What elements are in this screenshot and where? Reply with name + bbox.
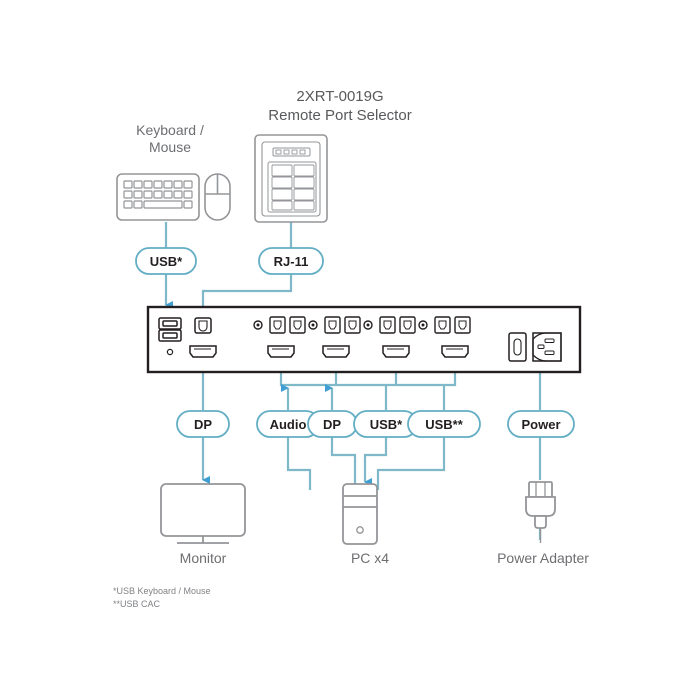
label-dp-pc-text: DP bbox=[323, 417, 341, 432]
usb-b-port-icon bbox=[379, 316, 416, 334]
label-dp-console[interactable]: DP bbox=[176, 410, 230, 438]
pc-label: PC x4 bbox=[350, 550, 390, 566]
label-usb-cac[interactable]: USB** bbox=[407, 410, 481, 438]
mouse-icon bbox=[204, 173, 231, 221]
usb-b-port-icon bbox=[324, 316, 361, 334]
power-plug-icon bbox=[525, 481, 556, 543]
monitor-label: Monitor bbox=[179, 550, 227, 566]
displayport-icon bbox=[267, 345, 295, 358]
label-audio-text: Audio bbox=[270, 417, 307, 432]
keyboard-icon bbox=[116, 173, 200, 221]
monitor-icon bbox=[160, 483, 246, 544]
power-adapter-label: Power Adapter bbox=[497, 550, 589, 566]
displayport-icon bbox=[382, 345, 410, 358]
displayport-icon bbox=[189, 345, 217, 358]
keyboard-mouse-label-line1: Keyboard / bbox=[136, 122, 204, 138]
device-title-model: 2XRT-0019G bbox=[296, 88, 384, 105]
kvm-rear-panel bbox=[146, 305, 582, 374]
usb-b-port-icon bbox=[269, 316, 306, 334]
usb-b-port-icon bbox=[434, 316, 471, 334]
connector-labels: USB* RJ-11 DP Audio DP USB* bbox=[135, 247, 575, 438]
label-usb-pc-text: USB* bbox=[370, 417, 403, 432]
power-switch-icon bbox=[508, 332, 527, 362]
pc-tower-icon bbox=[342, 483, 378, 545]
usb-a-port-icon bbox=[158, 317, 182, 342]
panel-led-icon bbox=[166, 348, 174, 356]
remote-port-selector-icon bbox=[254, 134, 328, 223]
rj11-port-icon bbox=[194, 317, 212, 334]
label-usb-console-text: USB* bbox=[150, 254, 183, 269]
label-usb-pc[interactable]: USB* bbox=[353, 410, 418, 438]
footnote-usb-cac: **USB CAC bbox=[113, 599, 161, 609]
connection-lines bbox=[164, 222, 542, 540]
label-usb-console[interactable]: USB* bbox=[135, 247, 197, 275]
label-dp-console-text: DP bbox=[194, 417, 212, 432]
label-dp-pc[interactable]: DP bbox=[307, 410, 358, 438]
displayport-icon bbox=[441, 345, 469, 358]
label-rj11[interactable]: RJ-11 bbox=[258, 247, 324, 275]
label-usb-cac-text: USB** bbox=[425, 417, 464, 432]
displayport-icon bbox=[322, 345, 350, 358]
device-title-name: Remote Port Selector bbox=[268, 107, 412, 124]
footnote-usb-keyboard-mouse: *USB Keyboard / Mouse bbox=[113, 586, 211, 596]
keyboard-mouse-label-line2: Mouse bbox=[148, 139, 192, 155]
label-rj11-text: RJ-11 bbox=[274, 254, 309, 269]
label-power-text: Power bbox=[521, 417, 560, 432]
label-power[interactable]: Power bbox=[507, 410, 575, 438]
iec-power-inlet-icon bbox=[532, 332, 562, 362]
